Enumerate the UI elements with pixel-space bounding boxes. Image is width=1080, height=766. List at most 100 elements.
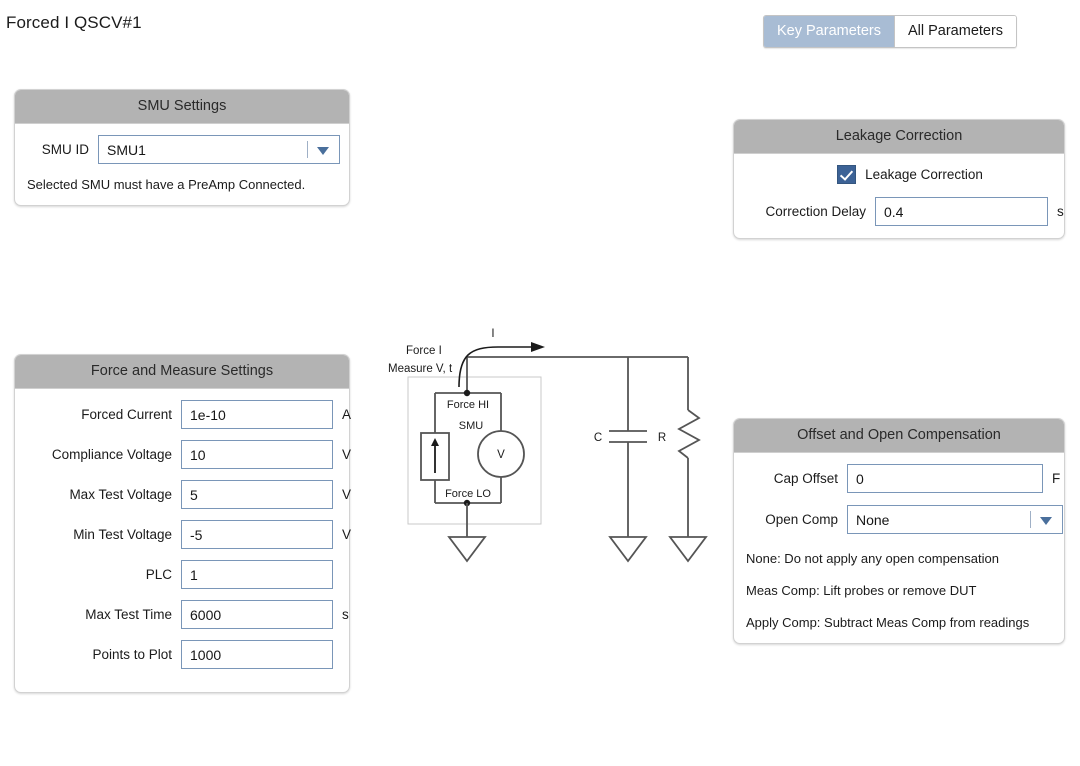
panel-leakage-correction: Leakage Correction Leakage Correction Co… [733, 119, 1065, 239]
panel-smu-settings: SMU Settings SMU ID SMU1 Selected SMU mu… [14, 89, 350, 206]
field-input[interactable]: 10 [181, 440, 333, 469]
dropdown-separator [1030, 511, 1031, 528]
correction-delay-label: Correction Delay [765, 204, 866, 219]
current-label: I [491, 328, 494, 340]
field-unit: s [342, 607, 349, 622]
panel-title-leakage-correction: Leakage Correction [734, 120, 1064, 154]
field-label: Forced Current [81, 407, 172, 422]
force-measure-row: Max Test Time 6000 s [27, 600, 349, 629]
field-unit: A [342, 407, 352, 422]
resistor-symbol [677, 409, 701, 459]
tab-key-parameters[interactable]: Key Parameters [764, 16, 894, 47]
smu-preamp-note: Selected SMU must have a PreAmp Connecte… [27, 177, 306, 192]
field-label: Max Test Time [85, 607, 172, 622]
ground-symbol-cap [608, 536, 648, 563]
force-i-label: Force I [406, 345, 442, 357]
current-arrow-curve [458, 346, 533, 388]
cap-offset-input[interactable]: 0 [847, 464, 1043, 493]
field-input[interactable]: 1 [181, 560, 333, 589]
measure-v-t-label: Measure V, t [388, 363, 453, 375]
field-input[interactable]: 5 [181, 480, 333, 509]
field-unit: V [342, 447, 352, 462]
correction-delay-input[interactable]: 0.4 [875, 197, 1048, 226]
field-value: 1 [190, 566, 198, 583]
leakage-correction-checkbox-row: Leakage Correction [746, 165, 1052, 184]
correction-delay-row: Correction Delay 0.4 s [746, 197, 1064, 226]
circuit-diagram: V C R I Force I Measure V, t Force HI SM… [388, 325, 718, 585]
capacitor-label: C [594, 432, 602, 444]
smu-label: SMU [459, 420, 484, 432]
ground-symbol-res [668, 536, 708, 563]
field-label: Compliance Voltage [51, 447, 172, 462]
force-measure-row: Compliance Voltage 10 V [27, 440, 351, 469]
correction-delay-unit: s [1057, 204, 1064, 219]
voltmeter-label: V [497, 449, 505, 461]
open-comp-value: None [856, 511, 890, 528]
chevron-down-icon[interactable] [317, 146, 329, 155]
parameter-view-toggle[interactable]: Key Parameters All Parameters [763, 15, 1018, 48]
tab-all-parameters[interactable]: All Parameters [893, 16, 1017, 47]
field-unit: V [342, 487, 352, 502]
cap-offset-row: Cap Offset 0 F [746, 464, 1060, 493]
current-source-arrow-head [431, 438, 439, 446]
help-line: Meas Comp: Lift probes or remove DUT [746, 583, 977, 598]
force-measure-row: Max Test Voltage 5 V [27, 480, 351, 509]
panel-title-smu-settings: SMU Settings [15, 90, 349, 124]
field-label: PLC [145, 567, 172, 582]
field-value: 10 [190, 446, 206, 463]
force-lo-label: Force LO [445, 488, 491, 500]
cap-offset-unit: F [1052, 471, 1061, 486]
panel-body-force-and-measure-settings: Forced Current 1e-10 A Compliance Voltage 10… [15, 389, 351, 692]
resistor-label: R [658, 432, 666, 444]
voltmeter-symbol [477, 430, 525, 478]
current-arrow-head [531, 342, 545, 352]
help-line: None: Do not apply any open compensation [746, 551, 999, 566]
panel-body-smu-settings: SMU ID SMU1 Selected SMU must have a Pre… [15, 124, 349, 205]
leakage-correction-checkbox[interactable] [837, 165, 857, 184]
page-title: Forced I QSCV#1 [6, 13, 142, 32]
force-hi-label: Force HI [447, 399, 489, 411]
field-value: 5 [190, 486, 198, 503]
field-label: Max Test Voltage [69, 487, 172, 502]
force-hi-node-dot [463, 389, 471, 397]
field-value: 6000 [190, 606, 222, 623]
open-comp-select[interactable]: None [847, 505, 1063, 534]
field-label: Points to Plot [92, 647, 172, 662]
cap-offset-label: Cap Offset [773, 471, 838, 486]
panel-offset-and-open-compensation: Offset and Open Compensation Cap Offset … [733, 418, 1065, 644]
chevron-down-icon[interactable] [1040, 516, 1052, 525]
force-measure-row: Forced Current 1e-10 A [27, 400, 351, 429]
circuit-diagram-svg: V C R I Force I Measure V, t Force HI SM… [388, 328, 708, 563]
field-value: -5 [190, 526, 203, 543]
smu-outer-box [407, 376, 542, 525]
cap-offset-value: 0 [856, 470, 864, 487]
smu-id-select[interactable]: SMU1 [98, 135, 340, 164]
field-input[interactable]: 1000 [181, 640, 333, 669]
force-measure-row: Points to Plot1000X [27, 640, 337, 669]
smu-id-row: SMU ID SMU1 [27, 135, 340, 164]
field-input[interactable]: 6000 [181, 600, 333, 629]
open-comp-row: Open Comp None [746, 505, 1063, 534]
open-comp-label: Open Comp [765, 512, 838, 527]
open-comp-help-text: None: Do not apply any open compensation… [746, 551, 1052, 630]
correction-delay-value: 0.4 [884, 203, 904, 220]
force-measure-row: PLC1X [27, 560, 337, 589]
field-input[interactable]: -5 [181, 520, 333, 549]
field-label: Min Test Voltage [73, 527, 172, 542]
smu-id-value: SMU1 [107, 141, 146, 158]
panel-force-and-measure-settings: Force and Measure Settings Forced Curren… [14, 354, 351, 693]
panel-title-force-and-measure-settings: Force and Measure Settings [15, 355, 349, 389]
panel-title-offset-and-open-compensation: Offset and Open Compensation [734, 419, 1064, 453]
field-value: 1e-10 [190, 406, 226, 423]
help-line: Apply Comp: Subtract Meas Comp from read… [746, 615, 1030, 630]
panel-body-leakage-correction: Leakage Correction Correction Delay 0.4 … [734, 154, 1064, 238]
leakage-correction-checkbox-label: Leakage Correction [865, 167, 983, 182]
smu-id-label: SMU ID [41, 142, 89, 157]
field-unit: V [342, 527, 352, 542]
force-measure-row: Min Test Voltage -5 V [27, 520, 351, 549]
field-value: 1000 [190, 646, 222, 663]
dropdown-separator [307, 141, 308, 158]
field-input[interactable]: 1e-10 [181, 400, 333, 429]
ground-symbol-smu [447, 536, 487, 563]
panel-body-offset-and-open-compensation: Cap Offset 0 F Open Comp None None: Do n… [734, 453, 1064, 643]
